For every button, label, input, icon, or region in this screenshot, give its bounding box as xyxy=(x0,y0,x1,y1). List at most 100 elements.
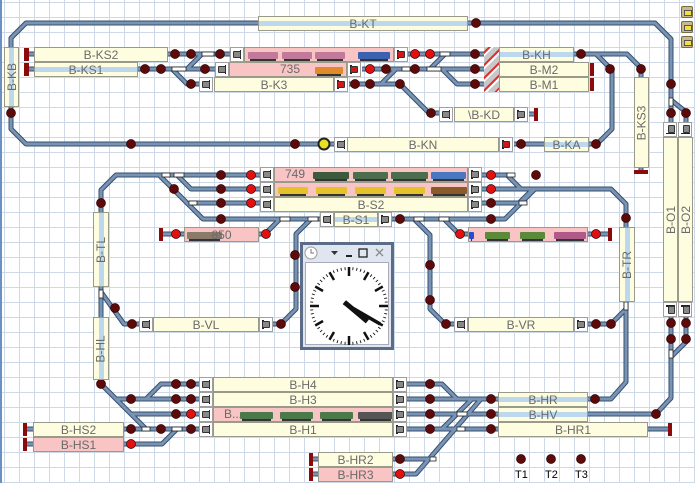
block-tank[interactable] xyxy=(274,182,468,197)
signal-icon[interactable] xyxy=(259,317,273,332)
signal-icon[interactable] xyxy=(378,212,392,227)
main-signal-icon[interactable] xyxy=(317,137,331,151)
signal-icon[interactable] xyxy=(230,47,244,62)
signal-icon[interactable] xyxy=(678,122,692,137)
signal-icon[interactable] xyxy=(394,47,408,62)
minimize-icon[interactable] xyxy=(346,255,352,257)
signal-icon[interactable] xyxy=(454,317,468,332)
signal-icon[interactable] xyxy=(334,137,348,152)
signal-icon[interactable] xyxy=(393,377,407,392)
signal-icon[interactable] xyxy=(393,392,407,407)
block-o1[interactable]: B-O1 xyxy=(663,137,678,302)
toolbar-button-2[interactable] xyxy=(681,21,693,33)
signal-icon[interactable] xyxy=(393,407,407,422)
block-ka[interactable]: B-KA xyxy=(544,137,589,152)
signal-icon[interactable] xyxy=(678,302,692,317)
turnout[interactable] xyxy=(506,172,516,178)
turnout[interactable] xyxy=(141,426,151,432)
turnout[interactable] xyxy=(401,66,411,72)
block-ks1[interactable]: B-KS1 xyxy=(34,62,138,77)
signal-icon[interactable] xyxy=(199,422,213,437)
turnout[interactable] xyxy=(456,426,466,432)
turnout[interactable] xyxy=(429,456,437,462)
signal-icon[interactable] xyxy=(199,377,213,392)
clock-titlebar[interactable] xyxy=(303,245,391,261)
turnout[interactable] xyxy=(188,200,198,206)
turnout[interactable] xyxy=(279,216,291,222)
toolbar-button-3[interactable] xyxy=(681,36,693,48)
turnout[interactable] xyxy=(438,216,450,222)
turnout[interactable] xyxy=(413,216,425,222)
block-m1[interactable]: B-M1 xyxy=(499,77,589,92)
block-h3[interactable]: B-H3 xyxy=(213,392,393,407)
signal-icon[interactable] xyxy=(468,197,482,212)
clock-window[interactable] xyxy=(300,242,394,350)
signal-icon[interactable] xyxy=(260,167,274,182)
block-k735[interactable]: 735 xyxy=(229,62,347,77)
maximize-icon[interactable] xyxy=(358,248,368,258)
block-s2[interactable]: B-S2 xyxy=(274,197,468,212)
signal-icon[interactable] xyxy=(439,107,453,122)
block-kh[interactable]: B-KH xyxy=(499,47,574,62)
turnout[interactable] xyxy=(426,66,442,72)
turnout[interactable] xyxy=(439,51,451,57)
block-vl[interactable]: B-VL xyxy=(153,317,259,332)
block-s1[interactable]: B-S1 xyxy=(334,212,378,227)
close-icon[interactable] xyxy=(375,248,384,257)
block-t749[interactable]: 749 xyxy=(274,167,468,182)
block-hl[interactable]: B-HL xyxy=(93,317,109,380)
block-ktop[interactable] xyxy=(244,47,394,62)
toolbar-button-1[interactable] xyxy=(681,6,693,18)
signal-icon[interactable] xyxy=(393,422,407,437)
signal-icon[interactable] xyxy=(260,182,274,197)
block-hr[interactable]: B-HR xyxy=(498,392,588,407)
turnout[interactable] xyxy=(456,411,468,417)
block-ks2[interactable]: B-KS2 xyxy=(34,47,168,62)
block-trt[interactable] xyxy=(468,227,588,242)
turnout[interactable] xyxy=(623,301,629,311)
block-hs2[interactable]: B-HS2 xyxy=(33,422,124,437)
block-h4[interactable]: B-H4 xyxy=(213,377,393,392)
signal-icon[interactable] xyxy=(199,392,213,407)
signal-icon[interactable] xyxy=(663,302,677,317)
block-h2[interactable]: B... xyxy=(213,407,393,422)
turnout[interactable] xyxy=(668,349,674,359)
turnout[interactable] xyxy=(171,426,183,432)
turnout[interactable] xyxy=(173,172,185,178)
block-h1[interactable]: B-H1 xyxy=(213,422,393,437)
block-kt[interactable]: B-KT xyxy=(258,16,468,31)
block-t850[interactable]: 850 xyxy=(184,227,259,242)
block-tr[interactable]: B-TR xyxy=(619,227,635,302)
signal-icon[interactable] xyxy=(468,167,482,182)
signal-icon[interactable] xyxy=(514,107,528,122)
signal-icon[interactable] xyxy=(139,317,153,332)
turnout[interactable] xyxy=(98,289,104,299)
block-kd[interactable]: \B-KD xyxy=(454,107,514,122)
signal-icon[interactable] xyxy=(320,212,334,227)
block-hs1[interactable]: B-HS1 xyxy=(33,437,124,452)
menu-dropdown-icon[interactable] xyxy=(331,251,338,255)
turnout[interactable] xyxy=(171,66,187,72)
block-m2[interactable]: B-M2 xyxy=(499,62,589,77)
signal-icon[interactable] xyxy=(199,77,213,92)
signal-icon[interactable] xyxy=(260,197,274,212)
block-kn[interactable]: B-KN xyxy=(347,137,499,152)
turnout[interactable] xyxy=(518,200,528,206)
signal-icon[interactable] xyxy=(499,137,513,152)
turnout[interactable] xyxy=(668,97,674,107)
block-o2[interactable]: B-O2 xyxy=(678,137,693,302)
block-hr1[interactable]: B-HR1 xyxy=(498,422,648,437)
block-hv[interactable]: B-HV xyxy=(498,407,588,422)
block-tl[interactable]: B-TL xyxy=(93,212,109,287)
block-hr2[interactable]: B-HR2 xyxy=(318,452,393,467)
signal-icon[interactable] xyxy=(199,407,213,422)
block-ks3[interactable]: B-KS3 xyxy=(634,77,649,168)
block-vr[interactable]: B-VR xyxy=(468,317,574,332)
block-hr3[interactable]: B-HR3 xyxy=(318,467,393,482)
block-kb[interactable]: B-KB xyxy=(4,47,19,107)
signal-icon[interactable] xyxy=(663,122,677,137)
signal-icon[interactable] xyxy=(334,77,348,92)
signal-icon[interactable] xyxy=(347,62,361,77)
turnout[interactable] xyxy=(161,172,171,178)
turnout[interactable] xyxy=(307,216,319,222)
